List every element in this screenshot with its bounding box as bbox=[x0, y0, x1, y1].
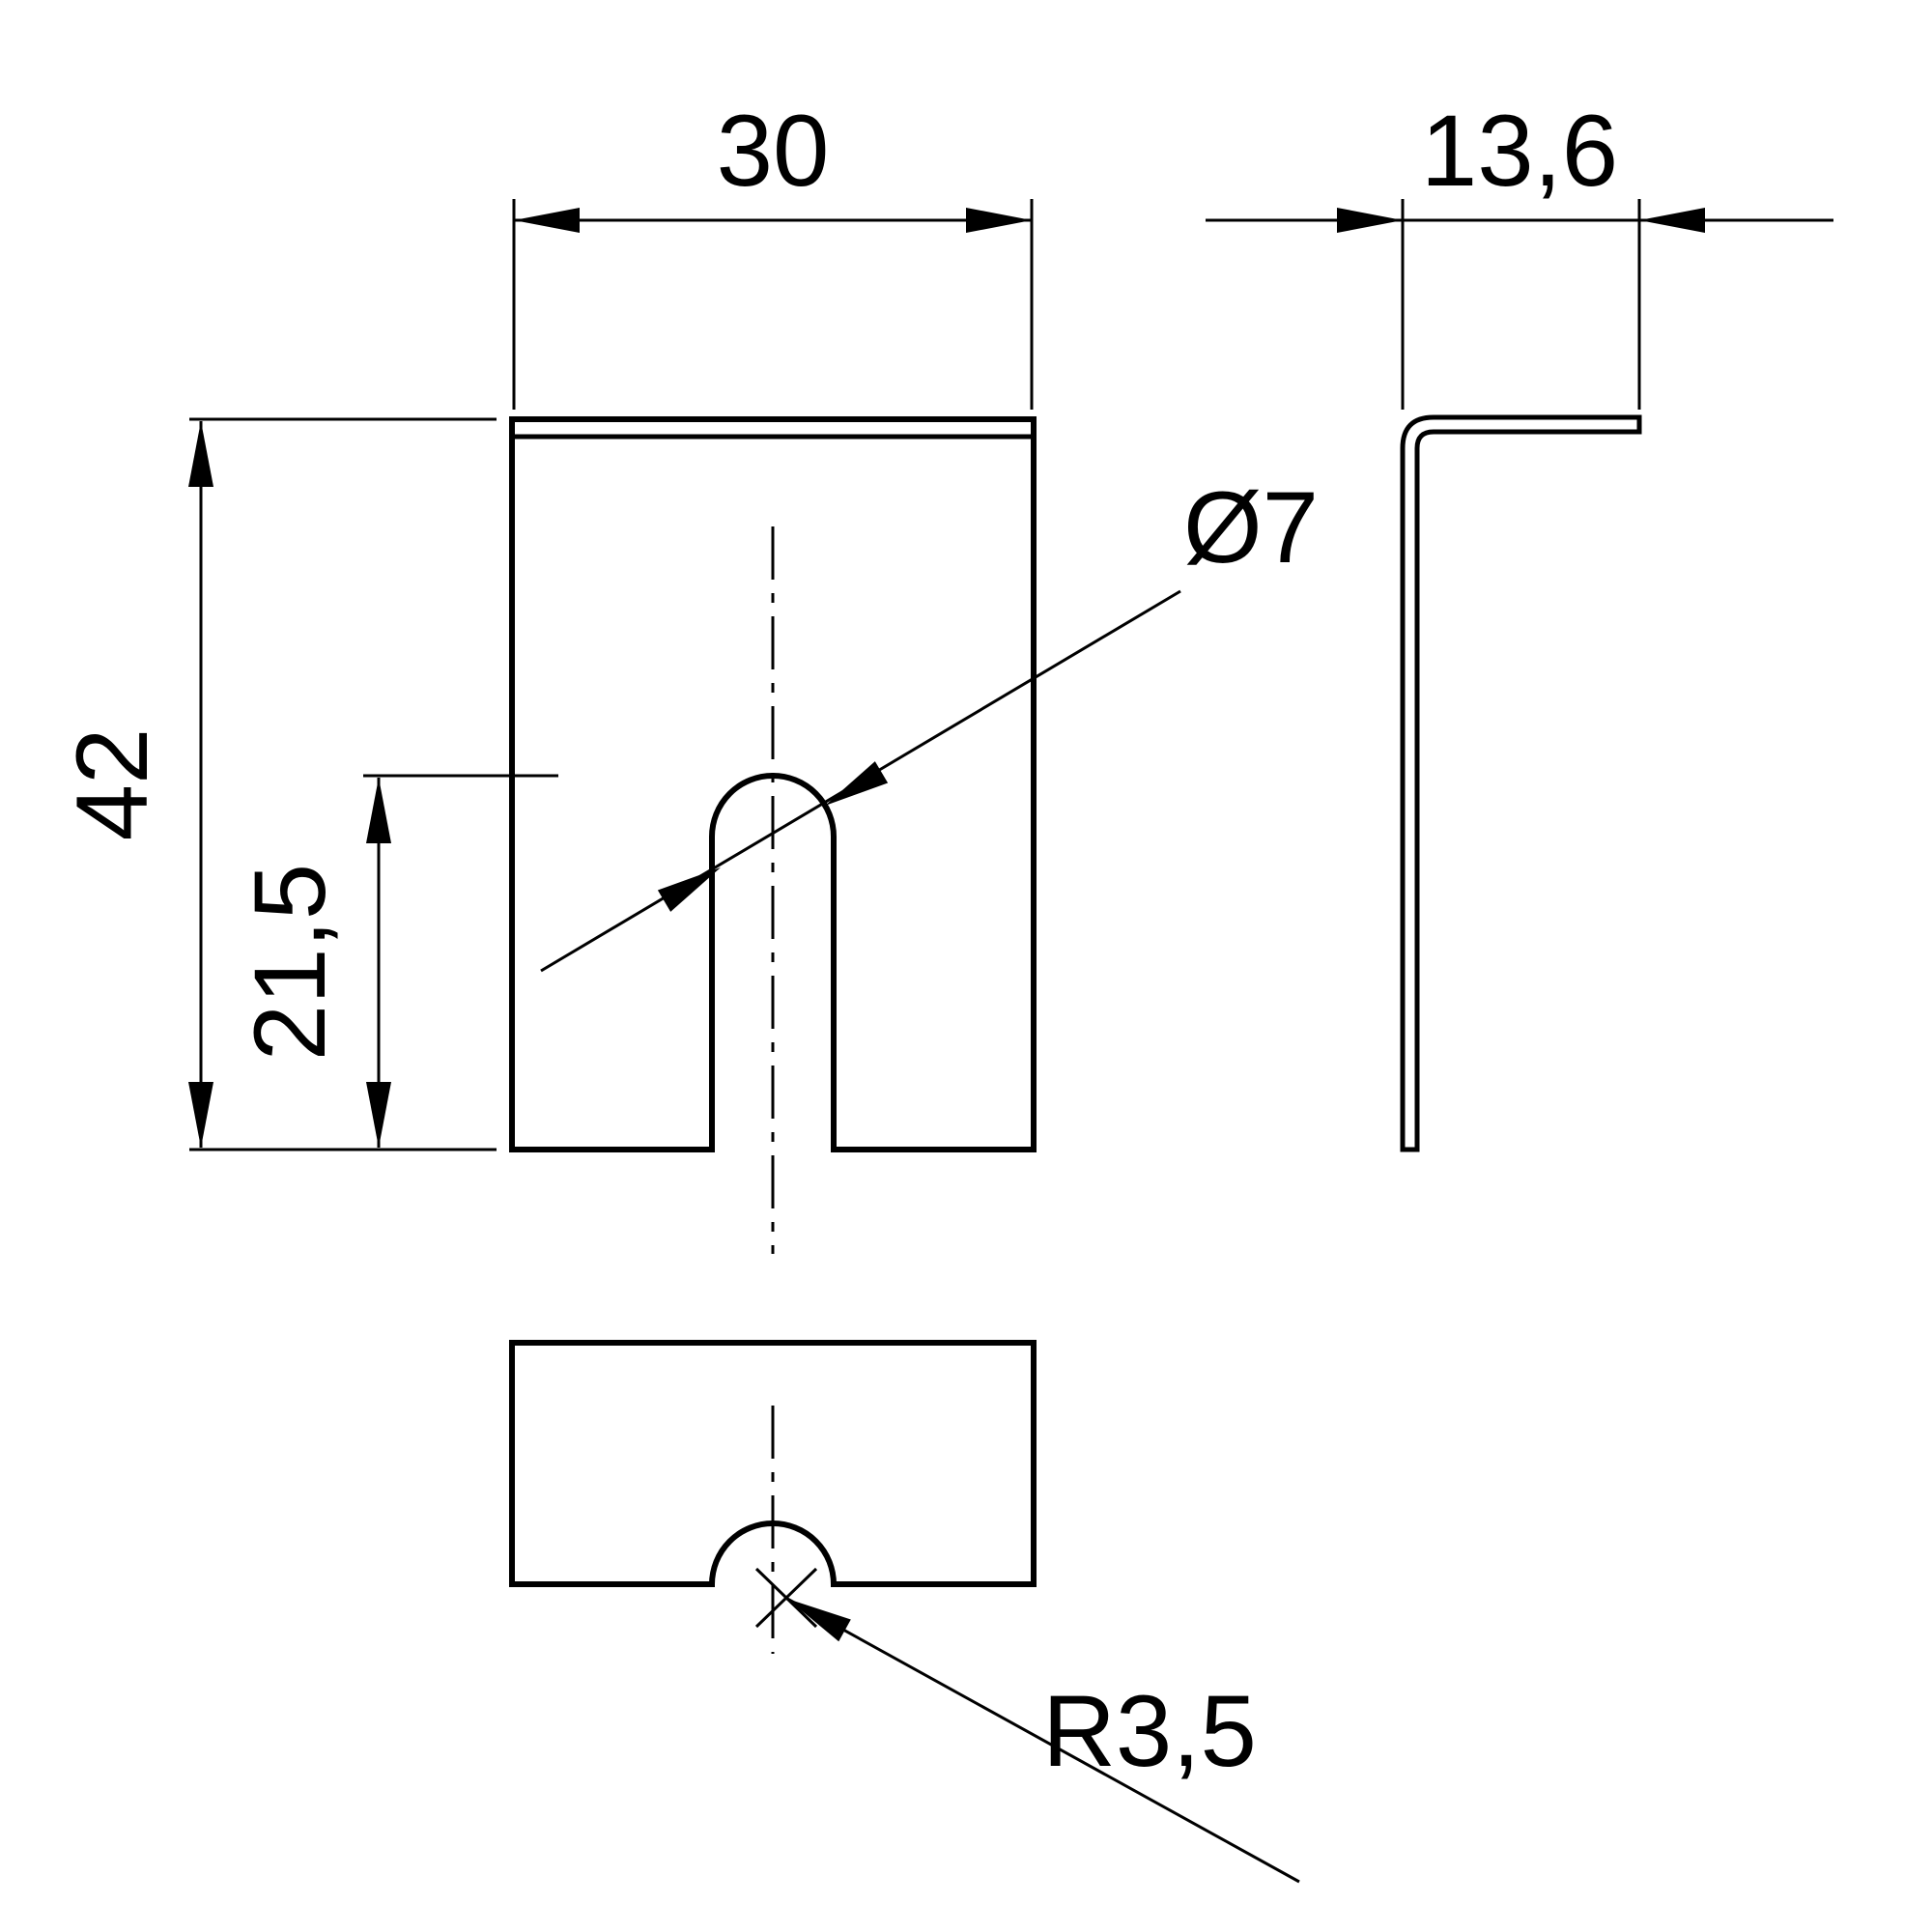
dim-notch-arrow bbox=[787, 1599, 851, 1642]
bottom-view bbox=[509, 1340, 1037, 1654]
side-view bbox=[1400, 414, 1642, 1152]
dim-height: 42 bbox=[56, 417, 497, 1151]
dim-depth-arrow-left bbox=[1337, 208, 1403, 233]
front-view bbox=[509, 416, 1037, 1254]
dim-hole-dia: Ø7 bbox=[540, 471, 1319, 973]
side-profile bbox=[1400, 414, 1642, 1152]
dim-depth-arrow-right bbox=[1639, 208, 1705, 233]
dim-height-arrow-bottom bbox=[188, 1082, 213, 1148]
dim-hole-arrow-lower bbox=[657, 867, 721, 912]
dim-hole-arrow-upper bbox=[825, 761, 889, 806]
dim-width: 30 bbox=[512, 95, 1034, 410]
dim-width-arrow-right bbox=[966, 208, 1032, 233]
dim-slot-arrow-bottom bbox=[366, 1082, 391, 1148]
dim-hole-dia-label: Ø7 bbox=[1183, 471, 1319, 584]
dim-slot-height: 21,5 bbox=[234, 774, 558, 1148]
dim-notch-leader bbox=[786, 1597, 1300, 1884]
dim-depth-label: 13,6 bbox=[1421, 95, 1618, 208]
dim-height-label: 42 bbox=[56, 728, 169, 841]
dim-notch-radius: R3,5 bbox=[754, 1567, 1300, 1884]
front-outline bbox=[509, 416, 1037, 1152]
bottom-outline bbox=[509, 1340, 1037, 1587]
dim-slot-height-label: 21,5 bbox=[234, 864, 347, 1061]
dim-notch-center-tick-2 bbox=[754, 1567, 818, 1629]
dim-width-label: 30 bbox=[717, 95, 830, 208]
dim-slot-arrow-top bbox=[366, 778, 391, 843]
dim-notch-radius-label: R3,5 bbox=[1042, 1675, 1257, 1788]
dim-depth: 13,6 bbox=[1206, 95, 1833, 410]
dim-width-arrow-left bbox=[514, 208, 580, 233]
dim-height-arrow-top bbox=[188, 421, 213, 487]
